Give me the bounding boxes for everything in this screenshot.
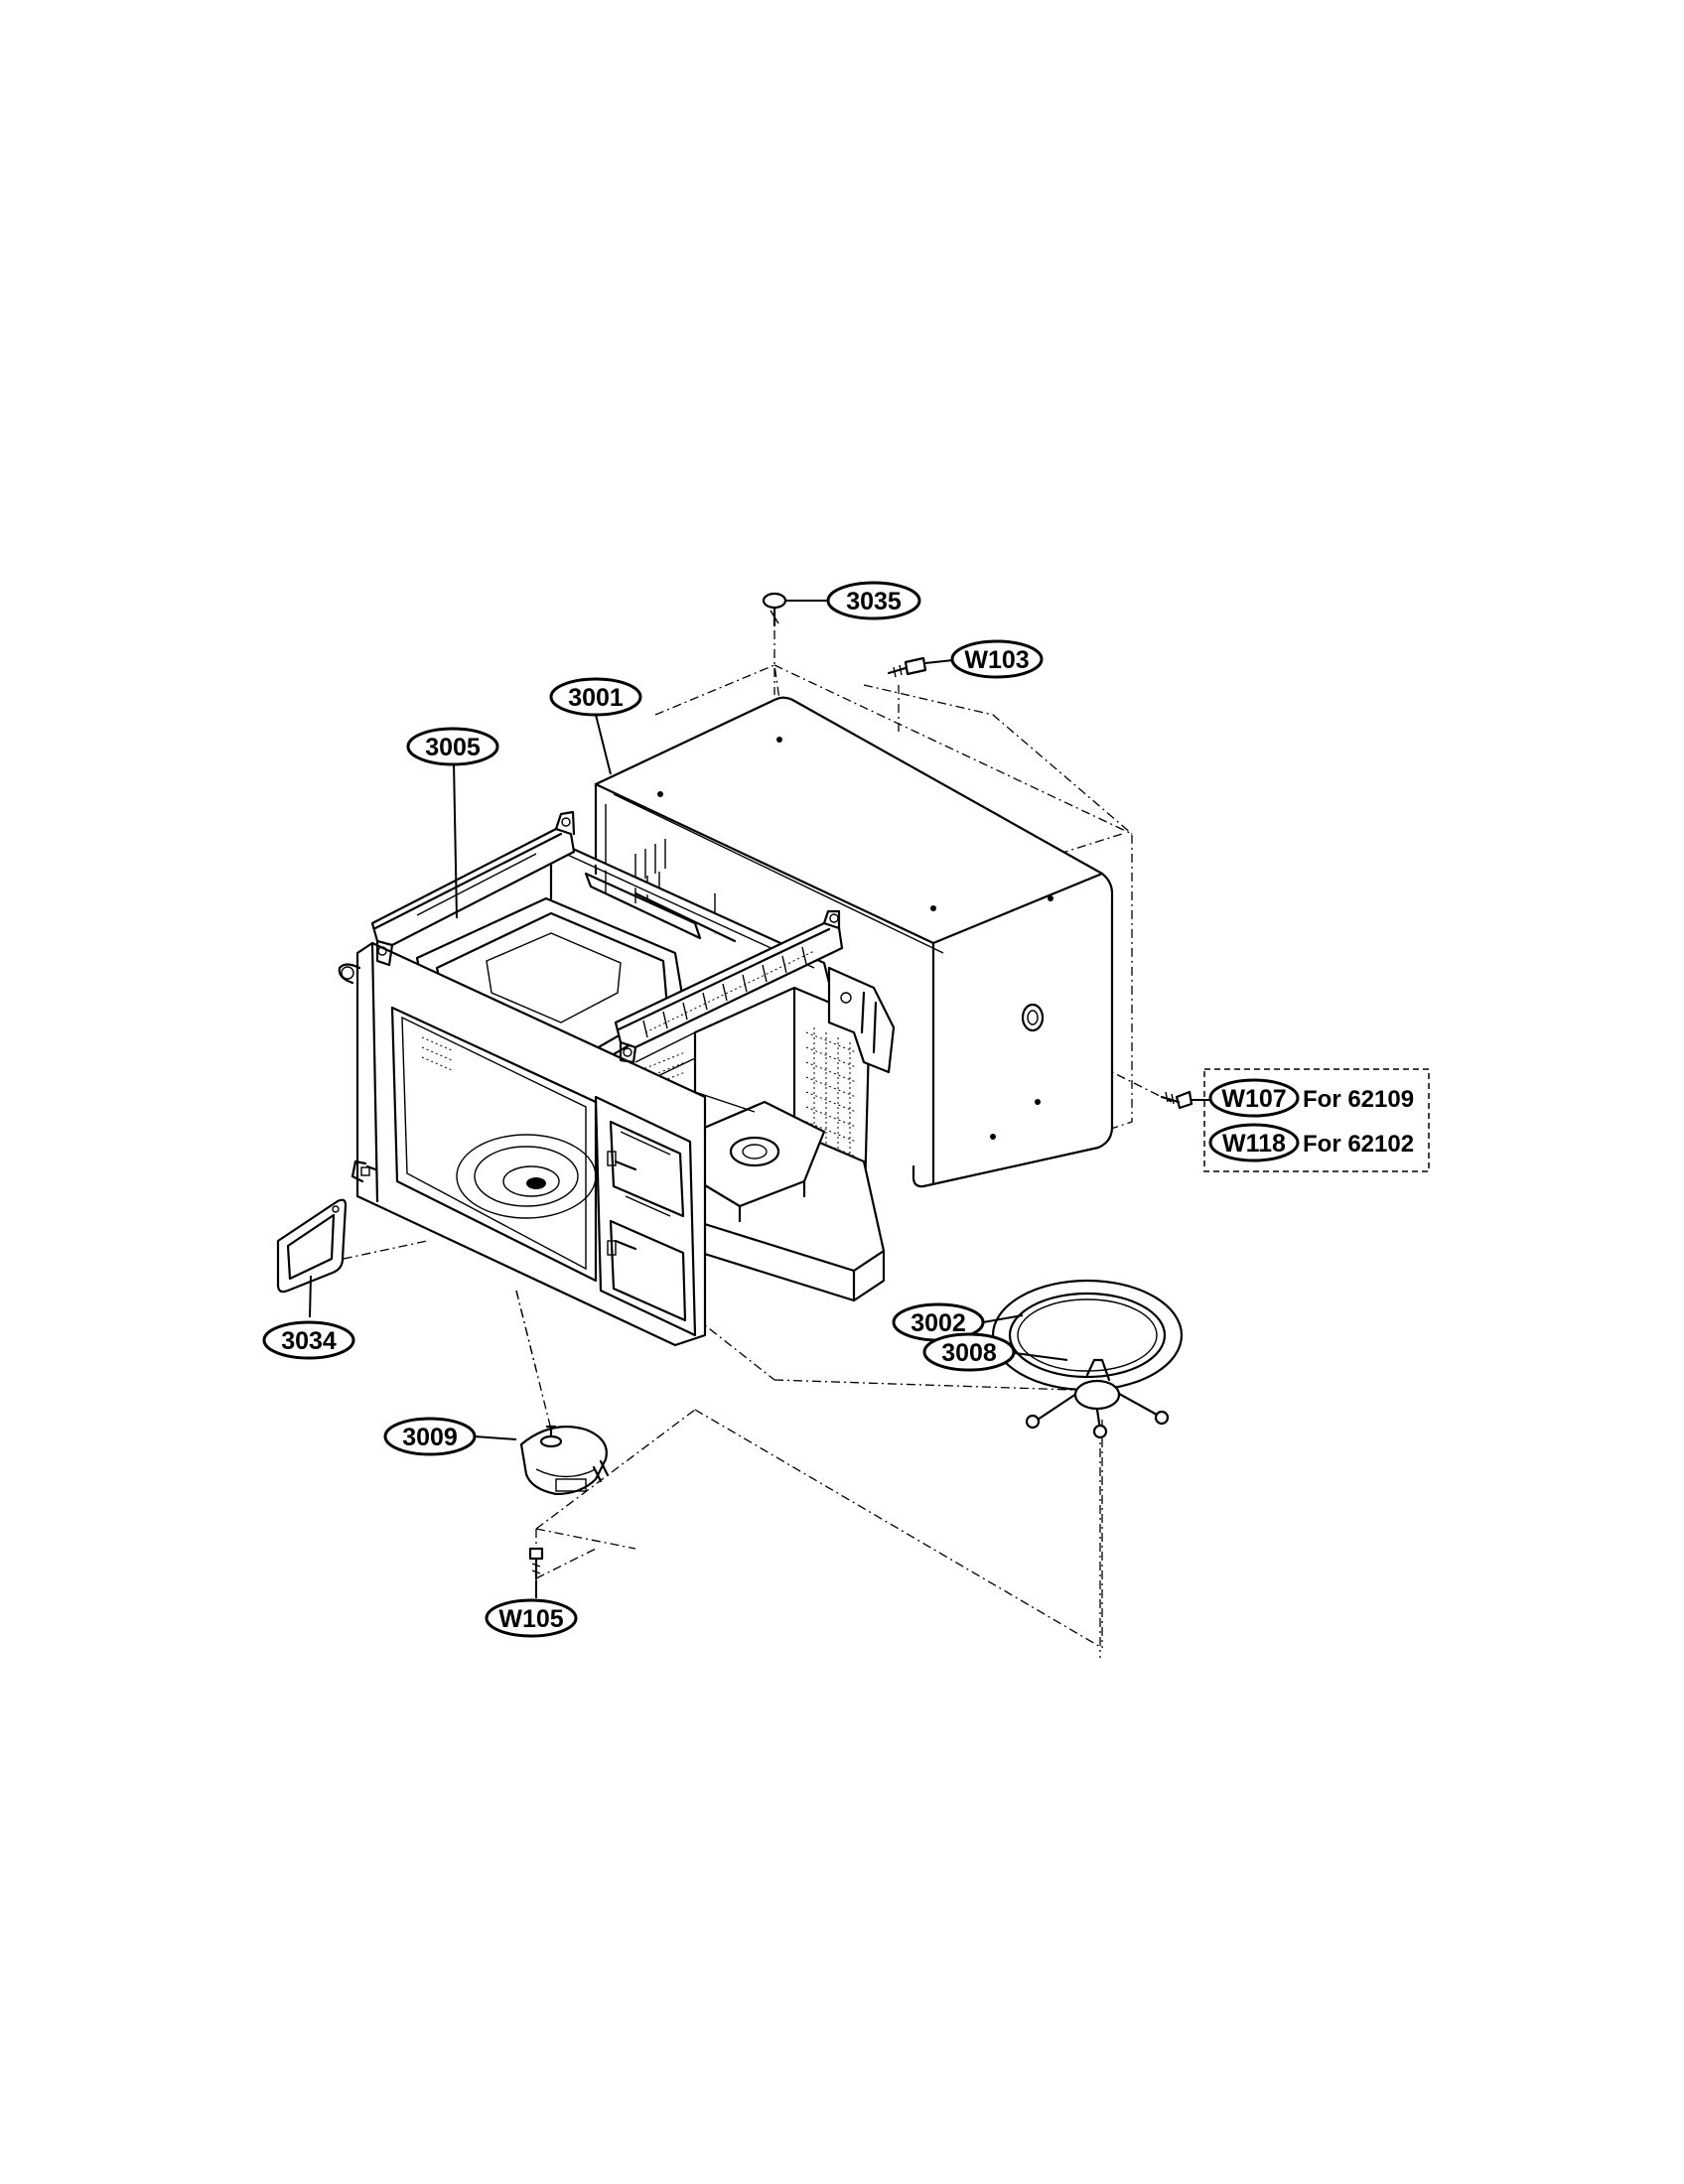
motor-3009 xyxy=(519,1425,610,1496)
outer-cabinet-3001 xyxy=(594,696,1114,1188)
callout-3035-label: 3035 xyxy=(846,588,902,615)
callout-w118-label: W118 xyxy=(1222,1130,1286,1158)
callout-3008-label: 3008 xyxy=(941,1339,997,1367)
callout-w107[interactable]: W107 xyxy=(1208,1078,1300,1118)
w107-note: For 62109 xyxy=(1303,1086,1414,1113)
screw-w107 xyxy=(1160,1090,1193,1110)
callout-3001[interactable]: 3001 xyxy=(549,677,642,717)
roller-ring-3008 xyxy=(1025,1358,1170,1439)
callout-3034[interactable]: 3034 xyxy=(262,1320,355,1360)
callout-3005[interactable]: 3005 xyxy=(406,727,499,766)
callout-w105-label: W105 xyxy=(498,1605,563,1633)
callout-3002-label: 3002 xyxy=(911,1309,966,1337)
callout-3009[interactable]: 3009 xyxy=(383,1417,477,1456)
rail-3005 xyxy=(370,810,576,967)
front-frame xyxy=(338,941,707,1347)
callout-w107-label: W107 xyxy=(1221,1085,1286,1113)
callout-3035[interactable]: 3035 xyxy=(826,581,921,620)
cap-3035 xyxy=(762,592,787,627)
filter-3034 xyxy=(276,1198,348,1294)
callout-w103[interactable]: W103 xyxy=(950,639,1044,679)
callout-w103-label: W103 xyxy=(964,646,1029,674)
callout-w118[interactable]: W118 xyxy=(1208,1123,1300,1162)
callout-3009-label: 3009 xyxy=(402,1424,458,1451)
callout-w105[interactable]: W105 xyxy=(485,1598,578,1638)
callout-3001-label: 3001 xyxy=(568,684,624,712)
rail-upper xyxy=(614,909,844,1064)
callout-3008[interactable]: 3008 xyxy=(922,1332,1016,1372)
variant-note-box: W107 For 62109 W118 For 62102 xyxy=(1203,1068,1430,1172)
callout-3034-label: 3034 xyxy=(281,1327,337,1355)
w118-note: For 62102 xyxy=(1303,1131,1414,1158)
screw-w105 xyxy=(528,1547,544,1580)
callout-3005-label: 3005 xyxy=(425,734,481,761)
screw-w103 xyxy=(887,656,927,678)
leader-lines xyxy=(309,600,1211,1598)
